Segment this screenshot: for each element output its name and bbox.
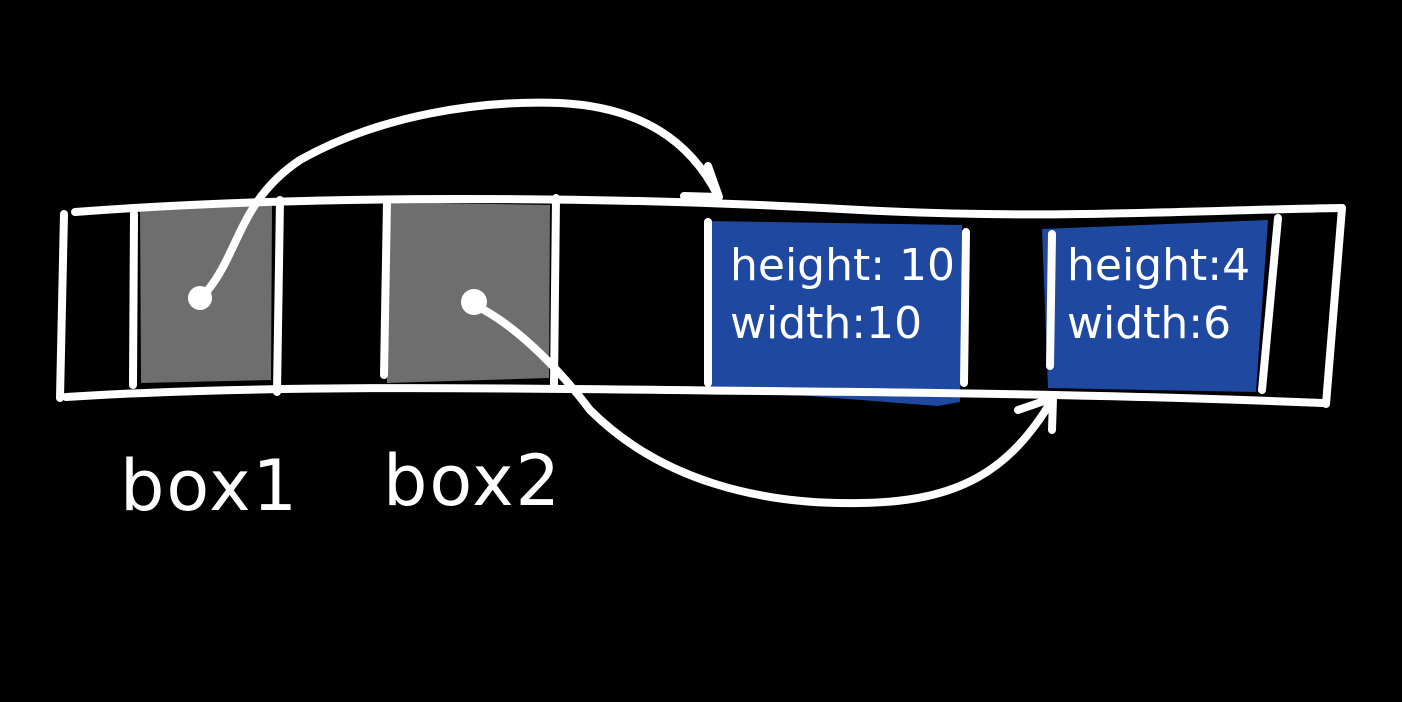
cell-divider xyxy=(380,197,391,379)
object1-properties: height: 10 width:10 xyxy=(730,237,955,353)
memory-strip-left-edge xyxy=(56,210,68,402)
object2-properties: height:4 width:6 xyxy=(1067,237,1250,353)
box2-arrowhead xyxy=(1014,394,1057,434)
cell-divider xyxy=(960,228,970,387)
object1-fill xyxy=(705,221,962,406)
box1-reference-arrow xyxy=(204,98,722,294)
object1-width: width:10 xyxy=(730,298,923,349)
object2-width: width:6 xyxy=(1067,298,1232,349)
cell-divider xyxy=(550,194,560,389)
box1-arrowhead xyxy=(680,162,723,201)
box2-label: box2 xyxy=(383,440,563,522)
object1-height: height: 10 xyxy=(730,240,956,291)
cell-divider xyxy=(273,196,284,396)
box1-label: box1 xyxy=(120,445,300,527)
memory-strip-bottom-edge xyxy=(62,384,1326,407)
cell-divider xyxy=(129,210,138,389)
cell-divider xyxy=(1046,230,1056,370)
object2-fill xyxy=(1042,220,1268,392)
cell-divider xyxy=(1258,214,1282,394)
object2-height: height:4 xyxy=(1067,240,1251,291)
memory-strip-right-edge xyxy=(1322,204,1346,408)
box2-reference-arrow xyxy=(480,306,1056,508)
